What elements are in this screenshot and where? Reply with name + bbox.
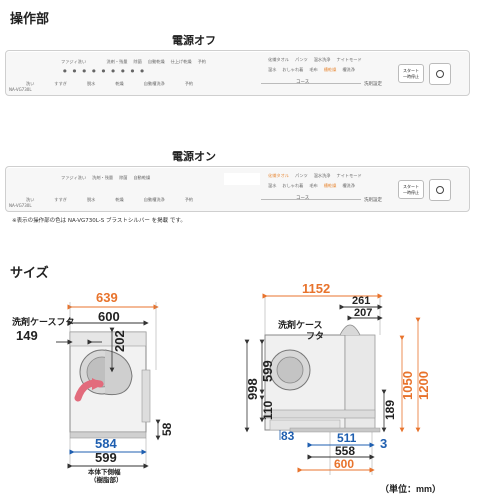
panel-off-course-list: 化繊タオルパンツ温水洗浄ナイトモード <box>268 57 362 62</box>
detergent-lid-label-right-2: フタ <box>306 330 324 341</box>
model-label-on: NA-VG730L <box>9 203 32 208</box>
dim-207: 207 <box>354 307 372 319</box>
resin-part-label: （樹脂部） <box>90 475 123 484</box>
panel-on-label: 電源オン <box>172 150 216 163</box>
dim-189: 189 <box>383 400 397 420</box>
start-pause-button-on[interactable]: スタート一時停止 <box>398 180 424 199</box>
color-note: ※表示の操作部の色は NA-VG730L-S ブラストシルバー を掲載 です。 <box>12 218 186 224</box>
dim-58: 58 <box>160 422 174 436</box>
dim-599-left: 599 <box>95 450 117 465</box>
panel-off-indicators: ●●●●●●●●● <box>63 68 144 73</box>
detergent-lid-label-left: 洗剤ケースフタ <box>12 316 75 327</box>
dim-110: 110 <box>261 400 275 420</box>
control-panel-power-off: ファジィ洗い 洗剤・残量除菌自動乾燥仕上げ乾燥予約 ●●●●●●●●● 化繊タオ… <box>5 50 470 96</box>
dim-1050: 1050 <box>400 371 415 400</box>
dim-3: 3 <box>380 436 387 451</box>
model-label-off: NA-VG730L <box>9 87 32 92</box>
detergent-lid-label-right-1: 洗剤ケース <box>278 319 323 330</box>
power-button-off[interactable] <box>429 63 451 85</box>
panel-off-course-list-2: 温水おしゃれ着毛布槽乾燥槽洗浄 <box>268 67 355 72</box>
start-pause-button-off[interactable]: スタート一時停止 <box>398 64 424 83</box>
dim-149: 149 <box>16 328 38 343</box>
panel-on-display <box>224 173 260 185</box>
panel-off-label: 電源オフ <box>172 34 216 47</box>
panel-off-buttons: 洗いすすぎ脱水乾燥自動槽洗浄予約 <box>26 81 194 86</box>
panel-off-top-labels: ファジィ洗い 洗剤・残量除菌自動乾燥仕上げ乾燥予約 <box>61 59 206 64</box>
control-panel-power-on: ファジィ洗い洗剤・残量除菌自動乾燥 化繊タオルパンツ温水洗浄ナイトモード 温水お… <box>5 166 470 212</box>
detergent-setting-label-on: 洗剤設定 <box>364 198 382 203</box>
dim-600-left: 600 <box>98 309 120 324</box>
dim-1152: 1152 <box>302 281 330 296</box>
size-diagrams: 639 600 洗剤ケースフタ 149 202 58 584 599 本体下側幅… <box>12 281 441 494</box>
panel-on-top-labels: ファジィ洗い洗剤・残量除菌自動乾燥 <box>61 175 151 180</box>
course-line-on <box>261 199 361 200</box>
panel-on-course-list: 化繊タオルパンツ温水洗浄ナイトモード <box>268 173 362 178</box>
dim-600-right: 600 <box>334 457 354 471</box>
dim-511: 511 <box>337 431 357 445</box>
base-width-label: 本体下側幅 <box>88 467 121 476</box>
section-heading-control-panel: 操作部 <box>10 12 50 27</box>
course-line <box>261 83 361 84</box>
dim-599-right: 599 <box>260 360 275 382</box>
unit-label: （単位：mm） <box>380 483 441 494</box>
front-view-drawing <box>69 331 151 439</box>
dim-998: 998 <box>245 378 260 400</box>
dim-1200: 1200 <box>416 371 431 400</box>
dim-83: 83 <box>281 429 295 443</box>
dim-558: 558 <box>335 444 355 458</box>
side-view-drawing <box>264 324 381 433</box>
dim-261: 261 <box>352 295 370 307</box>
section-heading-size: サイズ <box>10 266 49 281</box>
dim-639: 639 <box>96 290 118 305</box>
panel-on-course-label: コース <box>296 196 310 201</box>
panel-on-course-list-2: 温水おしゃれ着毛布槽乾燥槽洗浄 <box>268 183 355 188</box>
dim-202: 202 <box>112 330 127 352</box>
dim-584: 584 <box>95 436 117 451</box>
power-button-on[interactable] <box>429 179 451 201</box>
panel-off-course-label: コース <box>296 80 310 85</box>
panel-on-buttons: 洗いすすぎ脱水乾燥自動槽洗浄予約 <box>26 197 194 202</box>
detergent-setting-label: 洗剤設定 <box>364 82 382 87</box>
